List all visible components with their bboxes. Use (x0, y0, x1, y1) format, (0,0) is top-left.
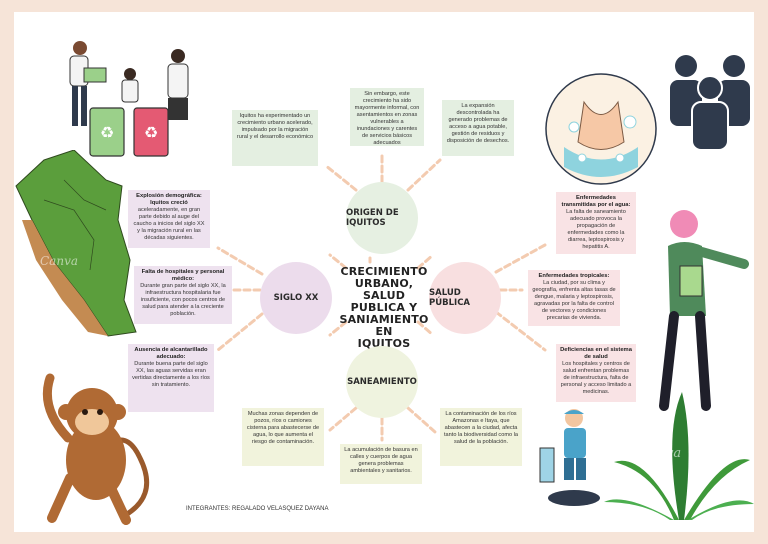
note-origen-1: Iquitos ha experimentado un crecimiento … (232, 110, 318, 166)
title-line-2: URBANO, SALUD (354, 277, 414, 302)
note-siglo-2-body: Durante gran parte del siglo XX, la infr… (140, 283, 226, 317)
note-origen-3: La expansión descontrolada ha generado p… (442, 100, 514, 156)
note-salud-1-body: La falta de saneamiento adecuado provoca… (566, 209, 626, 250)
note-salud-2-body: La ciudad, por su clima y geografía, enf… (532, 280, 616, 321)
branch-saneamiento: SANEAMIENTO (346, 346, 418, 418)
watermark-canva-2: Canva (640, 446, 682, 461)
monkey-illustration (42, 373, 150, 525)
handwashing-illustration (545, 73, 657, 185)
note-salud-2-title: Enfermedades tropicales: (538, 273, 610, 279)
note-siglo-1-body: aceleradamente, en gran parte debido al … (133, 207, 205, 241)
title-line-1: CRECIMIENTO (340, 265, 428, 278)
title-line-3: PUBLICA Y (350, 301, 418, 314)
recycling-people-illustration: ♻ ♻ (69, 41, 189, 157)
center-title: CRECIMIENTO URBANO, SALUD PUBLICA Y SANI… (332, 266, 436, 350)
note-siglo-3-title: Ausencia de alcantarillado adecuado: (134, 347, 208, 360)
note-san-3: La contaminación de los ríos Amazonas e … (440, 408, 522, 466)
svg-text:♻: ♻ (144, 123, 158, 142)
branch-siglo: SIGLO XX (260, 262, 332, 334)
note-salud-1-title: Enfermedades transmitidas por el agua: (561, 195, 631, 208)
note-salud-2: Enfermedades tropicales: La ciudad, por … (528, 270, 620, 326)
note-san-1: Muchas zonas dependen de pozos, ríos o c… (242, 408, 324, 466)
branch-salud: SALUD PÚBLICA (429, 262, 501, 334)
note-salud-3-body: Los hospitales y centros de salud enfren… (560, 361, 632, 395)
note-siglo-2: Falta de hospitales y personal médico: D… (134, 266, 232, 324)
note-siglo-2-title: Falta de hospitales y personal médico: (141, 269, 225, 282)
note-siglo-1-title: Explosión demográfica: Iquitos creció (136, 193, 202, 206)
watermark-canva-1: Canva (40, 254, 78, 268)
note-siglo-1: Explosión demográfica: Iquitos creció ac… (128, 190, 210, 248)
doctor-illustration (659, 210, 749, 411)
title-line-4: SANIAMIENTO EN (339, 313, 429, 338)
note-siglo-3-body: Durante buena parte del siglo XX, las ag… (132, 361, 210, 388)
svg-text:♻: ♻ (100, 123, 114, 142)
note-salud-3: Deficiencias en el sistema de salud Los … (556, 344, 636, 402)
note-salud-3-title: Deficiencias en el sistema de salud (560, 347, 632, 360)
plant-illustration (604, 392, 754, 520)
branch-origen: ORIGEN DE IQUITOS (346, 182, 418, 254)
people-group-icon (670, 55, 750, 151)
note-salud-1: Enfermedades transmitidas por el agua: L… (556, 192, 636, 254)
note-san-2: La acumulación de basura en calles y cue… (340, 444, 422, 484)
note-origen-2: Sin embargo, este crecimiento ha sido ma… (350, 88, 424, 146)
note-siglo-3: Ausencia de alcantarillado adecuado: Dur… (128, 344, 214, 412)
footer-credits: INTEGRANTES: REGALADO VELASQUEZ DAYANA (186, 506, 329, 512)
plumber-illustration (539, 409, 600, 506)
peru-map-illustration (15, 150, 137, 337)
